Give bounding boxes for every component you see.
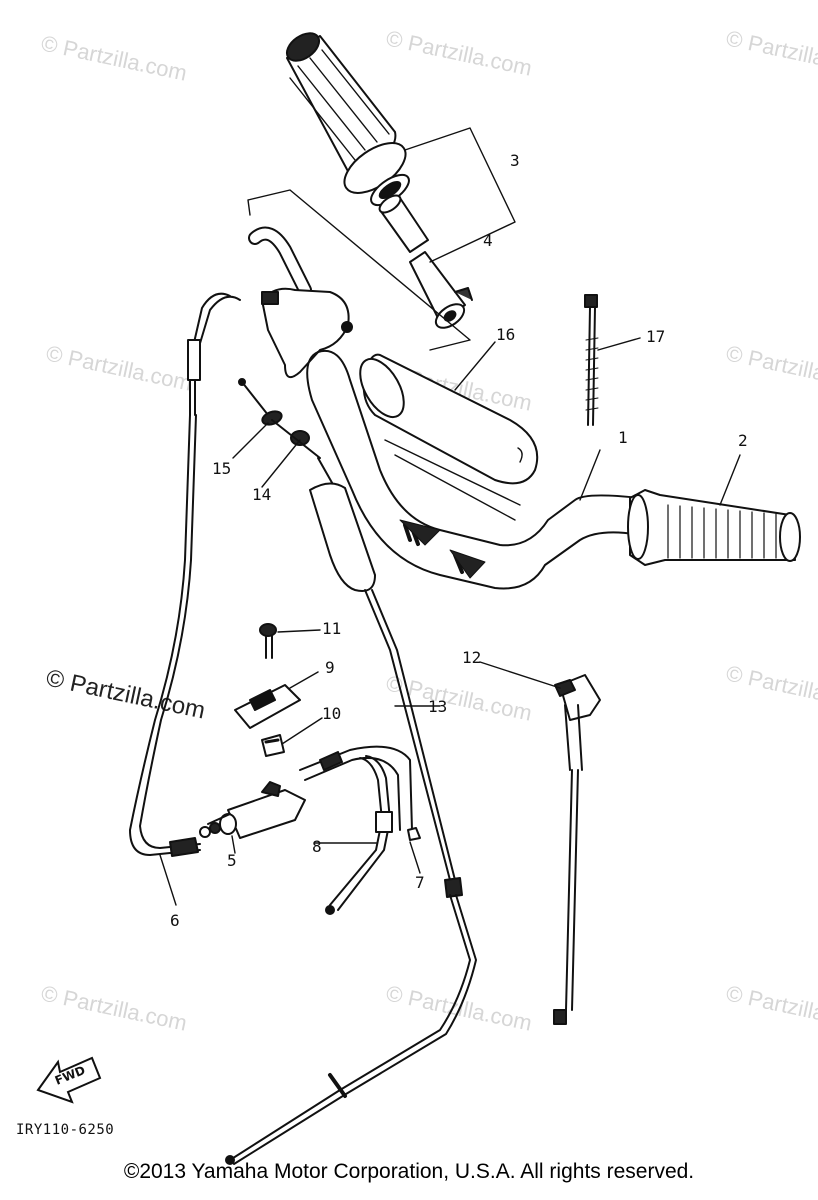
cover-part-9 — [234, 684, 301, 729]
throttle-cable-part-13 — [225, 457, 477, 1165]
copyright-notice: ©2013 Yamaha Motor Corporation, U.S.A. A… — [123, 1160, 695, 1183]
callout-2: 2 — [738, 431, 748, 450]
locknut-part-14 — [271, 419, 321, 459]
clip-part-10 — [261, 734, 285, 757]
watermark: © Partzilla.com — [384, 25, 534, 80]
handlebar-part-1 — [306, 349, 641, 590]
watermark-large: © Partzilla.com — [44, 664, 208, 724]
watermark: © Partzilla.com — [39, 30, 189, 85]
throttle-housing — [248, 226, 353, 379]
callout-17: 17 — [646, 327, 665, 346]
adjuster-part-15 — [238, 378, 283, 426]
throttle-grip-part-3 — [285, 32, 410, 207]
callout-3: 3 — [510, 151, 520, 170]
watermark: © Partzilla.com — [724, 340, 818, 395]
cable-part-6 — [129, 292, 241, 857]
watermark: © Partzilla.com — [724, 660, 818, 715]
handlebar-pad-part-16 — [359, 353, 539, 521]
callout-16: 16 — [496, 325, 515, 344]
callout-7: 7 — [415, 873, 425, 892]
callout-1: 1 — [618, 428, 628, 447]
callout-15: 15 — [212, 459, 231, 478]
choke-cable-part-12 — [553, 674, 601, 1025]
callout-12: 12 — [462, 648, 481, 667]
callout-11: 11 — [322, 619, 341, 638]
watermark: © Partzilla.com — [384, 670, 534, 725]
throttle-sleeve-part-4 — [378, 194, 473, 329]
watermark: © Partzilla.com — [724, 25, 818, 80]
watermark: © Partzilla.com — [39, 980, 189, 1035]
callout-6: 6 — [170, 911, 180, 930]
diagram-code: IRY110-6250 — [16, 1122, 115, 1138]
callout-5: 5 — [227, 851, 237, 870]
callout-8: 8 — [312, 837, 322, 856]
callout-10: 10 — [322, 704, 341, 723]
switch-part-5 — [207, 781, 306, 839]
left-grip-part-2 — [627, 489, 801, 566]
callout-13: 13 — [428, 697, 447, 716]
callout-bracket — [404, 127, 516, 263]
callout-14: 14 — [252, 485, 271, 504]
callout-9: 9 — [325, 658, 335, 677]
leader-lines — [159, 337, 741, 906]
callout-4: 4 — [483, 231, 493, 250]
screw-part-11 — [259, 623, 277, 659]
wire-part-8 — [325, 755, 393, 915]
screw-part-17 — [584, 294, 599, 426]
forward-arrow-icon: FWD — [36, 1056, 102, 1104]
watermark: © Partzilla.com — [44, 340, 194, 395]
watermark: © Partzilla.com — [724, 980, 818, 1035]
assembly-bracket — [247, 189, 471, 351]
wire-part-7 — [299, 745, 421, 841]
callout-labels: 3 4 16 17 1 2 15 14 11 12 9 13 10 8 7 5 … — [170, 151, 748, 930]
